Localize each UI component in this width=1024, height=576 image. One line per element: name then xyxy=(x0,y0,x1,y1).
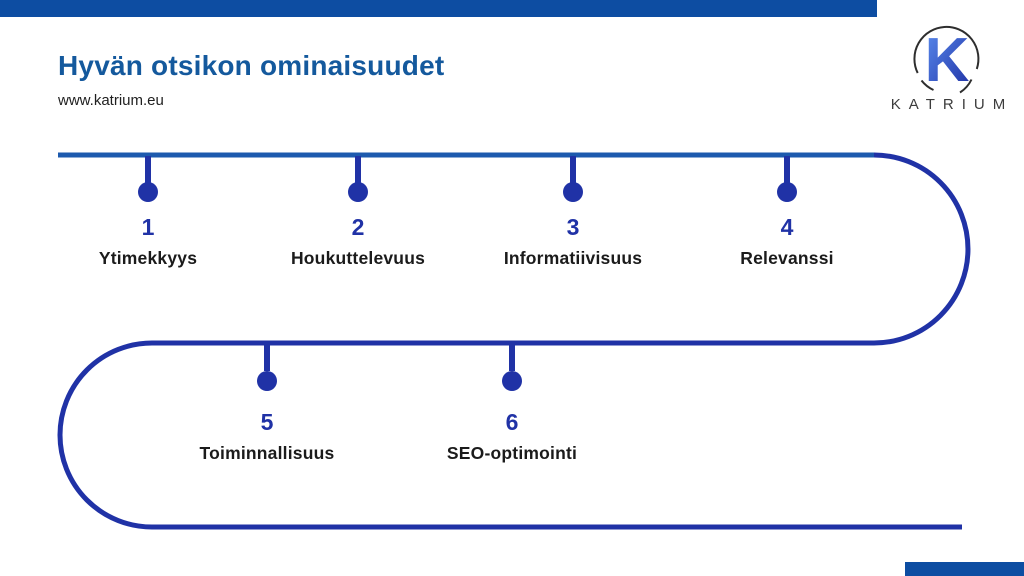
item-number: 4 xyxy=(780,214,794,240)
timeline-item-6: 6 SEO-optimointi xyxy=(392,407,632,464)
katrium-logo: K KATRIUM xyxy=(891,25,1013,113)
page-subtitle-url: www.katrium.eu xyxy=(58,92,164,109)
timeline-path-loop xyxy=(57,152,971,530)
bottom-accent-bar xyxy=(905,562,1024,576)
item-number: 6 xyxy=(505,409,519,435)
logo-letter: K xyxy=(925,26,970,95)
top-accent-bar xyxy=(0,0,877,17)
item-label: Relevanssi xyxy=(740,248,834,268)
page-title: Hyvän otsikon ominaisuudet xyxy=(58,50,445,81)
item-label: SEO-optimointi xyxy=(446,443,578,463)
logo-brand-text: KATRIUM xyxy=(891,96,1013,113)
item-label: Toiminnallisuus xyxy=(199,443,335,463)
timeline-item-4: 4 Relevanssi xyxy=(667,212,907,269)
timeline-item-3: 3 Informatiivisuus xyxy=(453,212,693,269)
item-number: 1 xyxy=(141,214,155,240)
item-number: 2 xyxy=(351,214,365,240)
timeline-markers xyxy=(138,156,797,391)
item-number: 5 xyxy=(260,409,274,435)
item-number: 3 xyxy=(566,214,580,240)
logo-circle-icon xyxy=(913,25,980,94)
timeline-item-1: 1 Ytimekkyys xyxy=(28,212,268,269)
item-label: Houkuttelevuus xyxy=(290,248,426,268)
timeline-item-2: 2 Houkuttelevuus xyxy=(238,212,478,269)
item-label: Informatiivisuus xyxy=(503,248,643,268)
item-label: Ytimekkyys xyxy=(98,248,198,268)
timeline-item-5: 5 Toiminnallisuus xyxy=(147,407,387,464)
